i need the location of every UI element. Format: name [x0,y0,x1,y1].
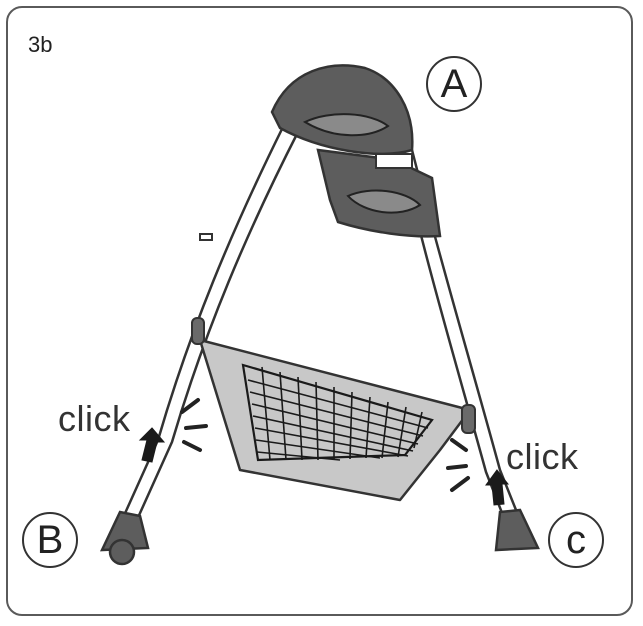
right-foot [494,508,540,552]
leg-knob [199,233,213,241]
right-basket-clip [461,404,476,434]
left-basket-clip [191,317,205,345]
seat-assembly [270,64,442,238]
click-label-right: click [506,436,579,477]
click-label-left: click [58,398,131,439]
callout-a: A [426,56,482,112]
figure-panel [6,6,633,616]
basket [191,317,476,502]
seat-back-highlight [302,113,390,137]
seat-hinge [375,153,413,169]
basket-mesh [241,363,434,462]
callout-b: B [22,512,78,568]
seat-base-highlight [346,189,422,214]
left-wheel [108,538,136,566]
right-up-arrow [485,469,510,506]
left-foot [99,510,150,566]
left-up-arrow [138,427,166,463]
right-click-burst [446,438,470,492]
step-number: 3b [28,32,53,57]
callout-c: c [548,512,604,568]
left-click-burst [180,398,208,452]
